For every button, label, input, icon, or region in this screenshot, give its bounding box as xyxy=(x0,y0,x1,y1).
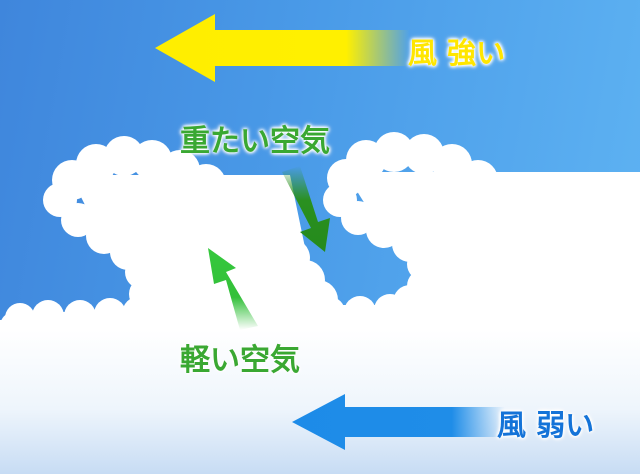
cloud-waves xyxy=(0,132,640,474)
label-heavy-air: 重たい空気 xyxy=(180,124,330,159)
left-billow xyxy=(5,136,338,333)
arrow-down-heavy-air xyxy=(282,166,330,252)
label-wind-weak: 風 弱い xyxy=(497,408,595,442)
arrow-left-strong-wind xyxy=(155,14,410,82)
arrow-up-light-air xyxy=(208,248,258,330)
arrow-left-weak-wind xyxy=(292,394,505,450)
label-light-air: 軽い空気 xyxy=(180,343,300,378)
label-wind-strong: 風 強い xyxy=(408,36,506,70)
fog-band xyxy=(0,330,640,474)
right-billow xyxy=(315,132,640,328)
